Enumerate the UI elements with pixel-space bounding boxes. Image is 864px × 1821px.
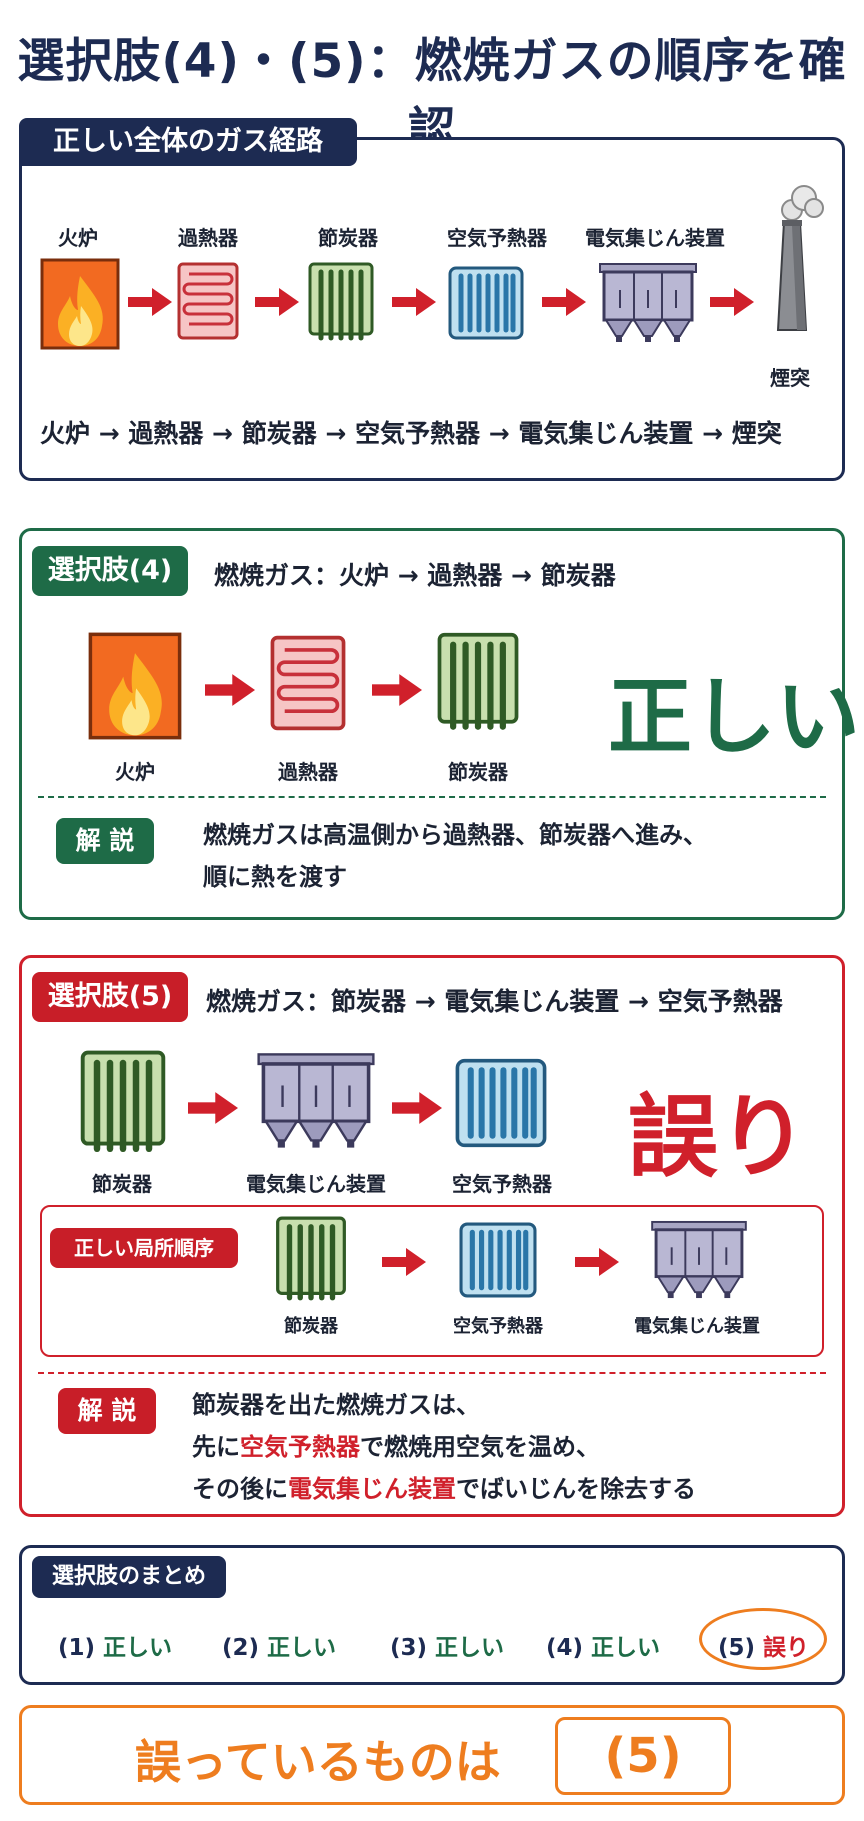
air-preheater-icon	[455, 1058, 547, 1148]
answer-value: (5)	[555, 1717, 731, 1795]
correct-label-esp: 電気集じん装置	[634, 1316, 760, 1337]
option4-label-superheater: 過熱器	[278, 760, 338, 784]
summary-result: 正しい	[591, 1635, 661, 1661]
correct-label-economizer: 節炭器	[284, 1316, 338, 1337]
summary-number: (5)	[718, 1635, 756, 1661]
economizer-icon	[437, 632, 519, 732]
arrow-icon	[255, 288, 299, 316]
option4-label-economizer: 節炭器	[448, 760, 508, 784]
explain-line: 先に空気予熱器で燃焼用空気を温め、	[192, 1426, 696, 1468]
superheater-icon	[177, 262, 239, 340]
summary-item: (3) 正しい	[390, 1628, 504, 1662]
option5-label-economizer: 節炭器	[92, 1172, 152, 1196]
summary-result: 誤り	[763, 1635, 810, 1661]
arrow-icon	[392, 288, 436, 316]
correct-order-panel	[40, 1205, 824, 1357]
summary-item: (4) 正しい	[546, 1628, 660, 1662]
route-label-superheater: 過熱器	[178, 226, 238, 250]
furnace-icon	[88, 632, 182, 740]
summary-number: (2)	[222, 1635, 260, 1661]
route-label-chimney: 煙突	[770, 366, 810, 390]
option4-statement: 燃焼ガス：火炉 → 過熱器 → 節炭器	[214, 561, 616, 590]
answer-panel	[19, 1705, 845, 1805]
economizer-icon	[80, 1050, 166, 1154]
route-label-economizer: 節炭器	[318, 226, 378, 250]
explain-line: 燃焼ガスは高温側から過熱器、節炭器へ進み、	[203, 821, 707, 849]
divider	[38, 796, 826, 798]
arrow-icon	[575, 1248, 619, 1276]
summary-number: (4)	[546, 1635, 584, 1661]
arrow-icon	[372, 674, 422, 706]
route-label-esp: 電気集じん装置	[585, 226, 725, 250]
summary-item: (5) 誤り	[718, 1628, 809, 1662]
electrostatic-precipitator-icon	[598, 262, 698, 344]
arrow-icon	[710, 288, 754, 316]
air-preheater-icon	[448, 266, 524, 340]
highlight-esp: 電気集じん装置	[288, 1475, 456, 1503]
arrow-icon	[382, 1248, 426, 1276]
superheater-icon	[270, 635, 346, 731]
option5-explain-tag: 解 説	[58, 1388, 156, 1434]
option5-label-esp: 電気集じん装置	[246, 1172, 386, 1196]
electrostatic-precipitator-icon	[256, 1052, 376, 1150]
explain-text: で燃焼用空気を温め、	[360, 1433, 600, 1461]
divider	[38, 1372, 826, 1374]
arrow-icon	[542, 288, 586, 316]
economizer-icon	[275, 1216, 347, 1302]
explain-text: でばいじんを除去する	[456, 1475, 696, 1503]
route-label-furnace: 火炉	[58, 226, 98, 250]
chimney-icon	[764, 182, 824, 332]
summary-item: (1) 正しい	[58, 1628, 172, 1662]
explain-line: その後に電気集じん装置でばいじんを除去する	[192, 1468, 696, 1510]
route-label-airheater: 空気予熱器	[447, 226, 547, 250]
summary-heading: 選択肢のまとめ	[32, 1556, 226, 1598]
electrostatic-precipitator-icon	[650, 1220, 748, 1300]
option5-statement: 燃焼ガス：節炭器 → 電気集じん装置 → 空気予熱器	[206, 987, 783, 1016]
option4-tag: 選択肢(4)	[32, 546, 188, 596]
summary-result: 正しい	[103, 1635, 173, 1661]
option4-explain-tag: 解 説	[56, 818, 154, 864]
route-heading: 正しい全体のガス経路	[19, 118, 357, 166]
page-title: 選択肢(4)・(5)：燃焼ガスの順序を確認	[17, 34, 847, 158]
option4-label-furnace: 火炉	[115, 760, 155, 784]
option5-verdict: 誤り	[628, 1085, 808, 1190]
arrow-icon	[392, 1092, 442, 1124]
option5-tag: 選択肢(5)	[32, 972, 188, 1022]
option4-panel	[19, 528, 845, 920]
explain-line: 節炭器を出た燃焼ガスは、	[192, 1391, 480, 1419]
option5-explanation: 節炭器を出た燃焼ガスは、 先に空気予熱器で燃焼用空気を温め、 その後に電気集じん…	[192, 1384, 696, 1510]
explain-text: 先に	[192, 1433, 240, 1461]
summary-result: 正しい	[435, 1635, 505, 1661]
economizer-icon	[308, 262, 374, 342]
highlight-air-preheater: 空気予熱器	[240, 1433, 360, 1461]
explain-text: その後に	[192, 1475, 288, 1503]
answer-text: 誤っているものは	[135, 1735, 501, 1789]
highlight-ring	[699, 1608, 827, 1670]
summary-number: (3)	[390, 1635, 428, 1661]
summary-result: 正しい	[267, 1635, 337, 1661]
option5-label-airheater: 空気予熱器	[452, 1172, 552, 1196]
route-sequence: 火炉 → 過熱器 → 節炭器 → 空気予熱器 → 電気集じん装置 → 煙突	[40, 419, 782, 448]
arrow-icon	[188, 1092, 238, 1124]
explain-line: 順に熱を渡す	[203, 863, 347, 891]
arrow-icon	[205, 674, 255, 706]
arrow-icon	[128, 288, 172, 316]
summary-number: (1)	[58, 1635, 96, 1661]
option4-explanation: 燃焼ガスは高温側から過熱器、節炭器へ進み、 順に熱を渡す	[203, 814, 707, 898]
correct-order-tag: 正しい局所順序	[50, 1228, 238, 1268]
summary-item: (2) 正しい	[222, 1628, 336, 1662]
correct-label-airheater: 空気予熱器	[453, 1316, 543, 1337]
furnace-icon	[40, 258, 120, 350]
option4-verdict: 正しい	[608, 668, 861, 766]
air-preheater-icon	[458, 1222, 538, 1298]
